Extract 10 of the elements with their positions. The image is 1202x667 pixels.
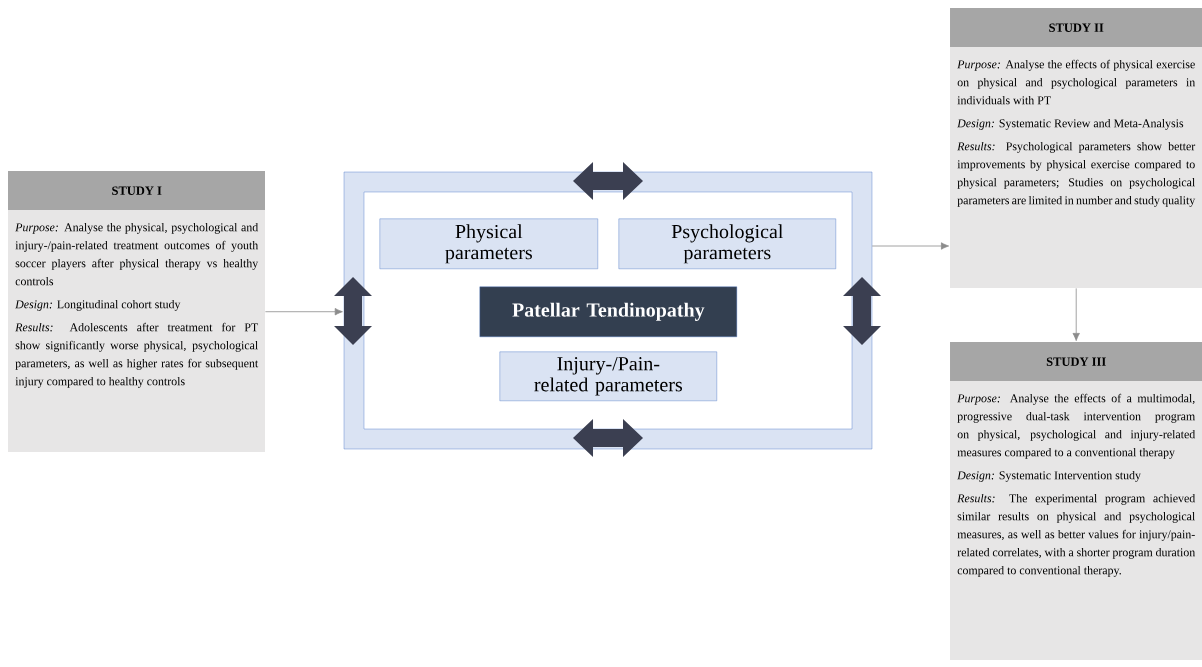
study-card: STUDY I Purpose: Analyse the physical, psychological and injury-/pain-related treatment outcomes of youth soccer players after physical therapy vs healthy controls Design: Longitudinal cohort study Results: Adolescents after treatment for PT show significantly worse physical, psychological parameters, as well as higher rates for subsequent injury compared to healthy controls [8,171,265,452]
arrow [265,308,343,316]
parameter-box: Injury-/Pain-related parameters [499,351,717,401]
parameter-box: Physical parameters [379,218,598,269]
arrow [1072,288,1080,341]
study-card: STUDY II Purpose: Analyse the effects of physical exercise on physical and psychological parameters in individuals with PT Design: Systematic Review and Meta-Analysis Results: Psychological parameters show better improvements by physical exercise compared to physical parameters; Studies on psychological parameters are limited in number and study quality [950,8,1202,288]
study-card: STUDY III Purpose: Analyse the effects of a multimodal, progressive dual-task intervention program on physical, psychological and injury-related measures compared to a conventional therapy Design: Systematic Intervention study Results: The experimental program achieved similar results on physical and psychological measures, as well as better values for injury/pain-related correlates, with a shorter program duration compared to conventional therapy. [950,342,1202,660]
title-box: Patellar Tendinopathy [479,286,737,337]
arrow [871,242,949,250]
parameter-box: Psychological parameters [618,218,836,269]
